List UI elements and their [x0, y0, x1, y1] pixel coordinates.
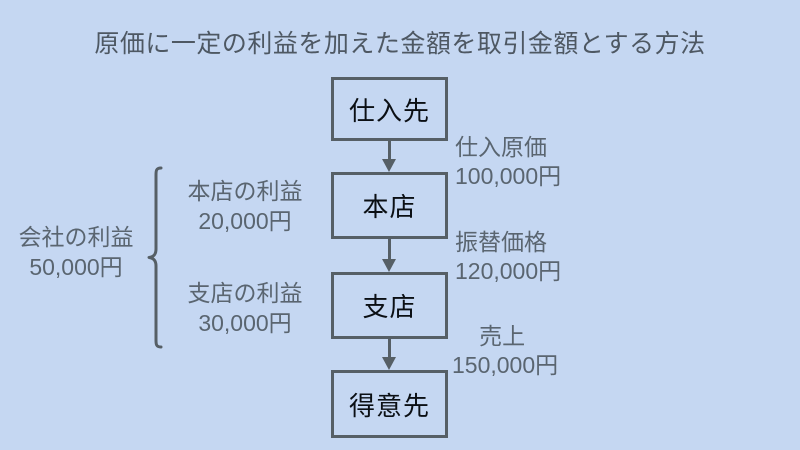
edge-label-transfer-price: 振替価格 120,000円	[455, 228, 561, 286]
curly-brace-icon	[147, 166, 163, 349]
arrow-branch-to-customer	[382, 339, 397, 370]
edge-label-sales: 売上 150,000円	[452, 322, 558, 380]
arrow-shaft	[388, 141, 391, 160]
purchase-cost-name: 仕入原価	[455, 134, 547, 160]
arrow-head-down-icon	[382, 159, 396, 172]
transfer-price-name: 振替価格	[455, 229, 547, 255]
purchase-cost-amount: 100,000円	[455, 163, 562, 189]
flow-node-head-office-label: 本店	[362, 192, 417, 222]
company-profit-name: 会社の利益	[18, 224, 134, 250]
transfer-price-amount: 120,000円	[455, 258, 562, 284]
flow-node-branch-label: 支店	[362, 292, 417, 322]
arrow-head-down-icon	[382, 259, 396, 272]
sales-name: 売上	[479, 323, 526, 349]
sales-amount: 150,000円	[452, 352, 559, 378]
edge-label-purchase-cost: 仕入原価 100,000円	[455, 133, 561, 191]
head-office-profit-name: 本店の利益	[187, 178, 303, 204]
flow-node-supplier-label: 仕入先	[348, 95, 430, 126]
arrow-head-office-to-branch	[382, 239, 397, 272]
arrow-shaft	[388, 339, 391, 358]
branch-profit-label: 支店の利益 30,000円	[170, 278, 320, 338]
flow-node-branch: 支店	[331, 272, 448, 339]
page-title: 原価に一定の利益を加えた金額を取引金額とする方法	[94, 30, 706, 58]
company-profit-label: 会社の利益 50,000円	[2, 222, 150, 282]
arrow-shaft	[388, 239, 391, 260]
head-office-profit-label: 本店の利益 20,000円	[170, 176, 320, 236]
flow-node-customer-label: 得意先	[348, 390, 430, 421]
company-profit-amount: 50,000円	[29, 254, 123, 280]
branch-profit-amount: 30,000円	[198, 310, 292, 336]
flow-node-head-office: 本店	[331, 172, 448, 239]
head-office-profit-amount: 20,000円	[198, 208, 292, 234]
arrow-supplier-to-head-office	[382, 141, 397, 172]
flow-node-customer: 得意先	[331, 370, 448, 438]
branch-profit-name: 支店の利益	[187, 280, 303, 306]
flow-node-supplier: 仕入先	[331, 77, 448, 141]
arrow-head-down-icon	[382, 357, 396, 370]
